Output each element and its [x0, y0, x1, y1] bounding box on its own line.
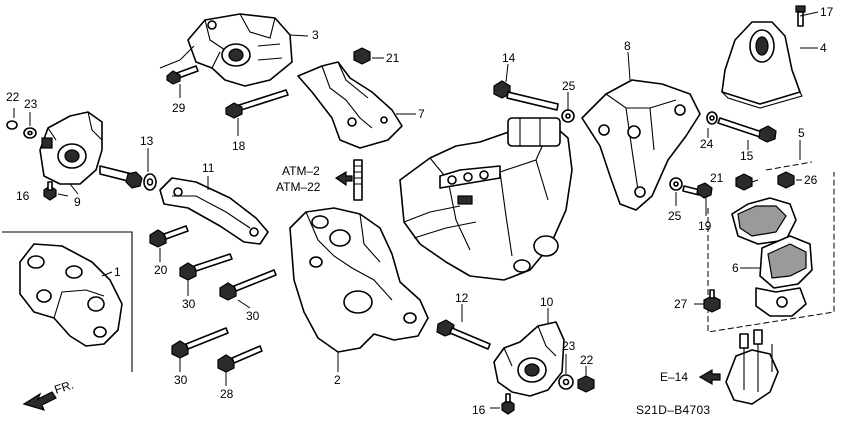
washer-25-lower: [669, 177, 683, 191]
callout-22-left: 22: [6, 90, 20, 104]
bolt-20: [149, 225, 189, 248]
diagram-code: S21D–B4703: [636, 403, 710, 417]
atm-arrow-icon: [334, 159, 363, 201]
part-3-engine-mount: [187, 13, 293, 87]
callout-23-left: 23: [24, 97, 38, 111]
e14-arrow-icon: [698, 368, 721, 386]
callout-12: 12: [455, 291, 469, 305]
washer-23-lower: [558, 374, 574, 390]
callout-25-top: 25: [562, 79, 576, 93]
washer-22-23-left: [6, 120, 37, 139]
callout-23-lower: 23: [562, 339, 576, 353]
part-9-left-mount: [39, 111, 103, 185]
part-7-bracket: [297, 61, 403, 149]
bolt-18: [225, 89, 289, 119]
ref-atm-22: ATM–22: [276, 180, 321, 194]
callout-21-right: 21: [710, 171, 724, 185]
ref-e-14: E–14: [660, 370, 688, 384]
bolt-19: [682, 182, 713, 199]
callout-21-top: 21: [386, 51, 400, 65]
ref-atm-2: ATM–2: [282, 164, 320, 178]
callout-26: 26: [804, 173, 818, 187]
callout-15: 15: [740, 149, 754, 163]
washer-24: [706, 111, 718, 125]
part-4-mount: [721, 21, 803, 109]
callout-2: 2: [334, 373, 341, 387]
callout-22-lower: 22: [580, 353, 594, 367]
reference-labels: ATM–2 ATM–22 E–14 FR. S21D–B4703: [53, 164, 711, 417]
part-8-bracket: [581, 79, 701, 211]
callout-13: 13: [140, 134, 154, 148]
callout-7: 7: [418, 107, 425, 121]
nut-21-top: [353, 47, 371, 65]
bolt-30-b: [219, 269, 277, 301]
bolt-30-a: [179, 253, 233, 281]
part-13-through-bolt: [99, 165, 157, 191]
bolt-12: [436, 319, 491, 350]
engine-block: [399, 117, 573, 281]
front-arrow-icon: [22, 391, 57, 411]
washer-25-top: [561, 109, 575, 123]
callout-5: 5: [798, 126, 805, 140]
nut-22-lower: [577, 375, 595, 393]
callout-8: 8: [624, 39, 631, 53]
bolt-29: [166, 65, 199, 85]
nut-21-right: [735, 173, 753, 191]
callout-4: 4: [820, 41, 827, 55]
bolt-27: [703, 289, 721, 313]
callout-16-left: 16: [16, 189, 30, 203]
callout-30-a: 30: [182, 297, 196, 311]
callout-30-c: 30: [174, 373, 188, 387]
callout-17: 17: [820, 5, 834, 19]
ref-fr: FR.: [53, 378, 76, 397]
part-1-bracket: [2, 231, 133, 372]
part-10-lower-mount: [493, 321, 565, 397]
bolt-14: [493, 80, 559, 111]
callout-18: 18: [232, 139, 246, 153]
callout-14: 14: [502, 51, 516, 65]
callout-numbers: 3 29 21 7 18 17 4 22 23 9 16 13 11 20 30…: [6, 5, 834, 417]
callout-11: 11: [202, 161, 215, 175]
callout-16-lower: 16: [472, 403, 486, 417]
callout-27: 27: [674, 297, 688, 311]
callout-6: 6: [732, 261, 739, 275]
mount-bracket-e14: [725, 329, 779, 405]
callout-1: 1: [114, 265, 121, 279]
leader-lines: [13, 11, 819, 409]
callout-19: 19: [698, 219, 712, 233]
callout-10: 10: [540, 295, 554, 309]
bolt-15: [717, 117, 777, 143]
nut-26: [777, 171, 795, 189]
bolt-17: [795, 5, 806, 27]
bolt-28: [217, 345, 263, 373]
callout-30-b: 30: [246, 309, 260, 323]
part-2-engine-bracket: [289, 207, 429, 353]
callout-28: 28: [220, 387, 234, 401]
bolt-30-c: [171, 327, 229, 359]
part-5-6-mount-assembly: [707, 161, 835, 333]
callout-24: 24: [700, 137, 714, 151]
callout-29: 29: [172, 101, 186, 115]
bolt-16-lower: [501, 393, 515, 415]
callout-9: 9: [74, 195, 81, 209]
part-11-bracket: [159, 177, 269, 245]
callout-25-lower: 25: [668, 209, 682, 223]
callout-3: 3: [312, 28, 319, 42]
callout-20: 20: [154, 263, 168, 277]
bolt-16-left: [43, 181, 57, 201]
